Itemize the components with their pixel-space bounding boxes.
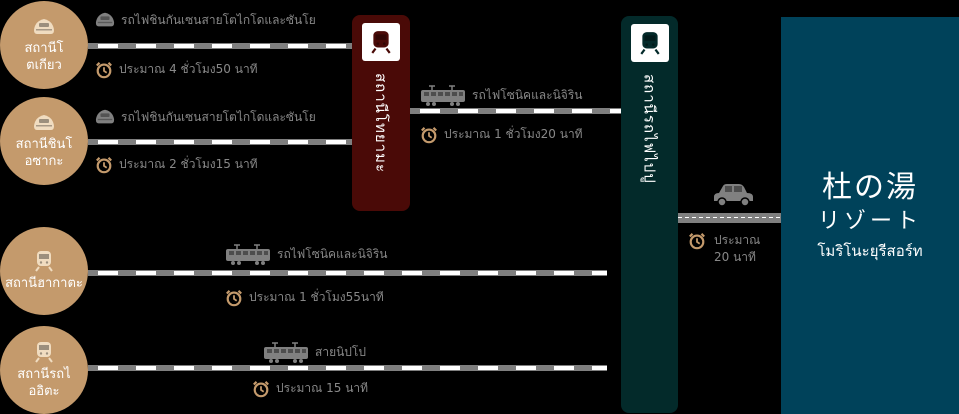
route-time: ประมาณ 1 ชั่วโมง55นาที xyxy=(225,288,384,307)
track-line xyxy=(88,270,607,276)
shinkansen-icon xyxy=(95,107,115,127)
road xyxy=(678,213,781,223)
transfer-station-toyama: สถานีโทยามะ xyxy=(352,15,410,211)
origin-name: สถานีชินโ อซากะ xyxy=(15,136,73,169)
resort-logo-jp: 杜の湯 xyxy=(822,169,918,205)
station-icon-box xyxy=(630,24,669,62)
line-name: รถไฟชินกันเซนสายโตไกโดและซันโย xyxy=(121,109,316,124)
station-icon-box xyxy=(362,23,400,61)
route-time: ประมาณ 4 ชั่วโมง50 นาที xyxy=(95,60,258,79)
route-line-label: รถไฟชินกันเซนสายโตไกโดและซันโย xyxy=(95,107,316,127)
origin-station-hakata: สถานีฮากาตะ xyxy=(0,227,88,315)
resort-name-th: โมริโนะยุรีสอร์ท xyxy=(817,241,923,260)
transfer-station-2: สถานีรถไฟไปปู xyxy=(621,16,678,413)
travel-time: ประมาณ 1 ชั่วโมง20 นาที xyxy=(444,127,583,141)
clock-icon xyxy=(95,156,113,174)
transfer-time: ประมาณ 1 ชั่วโมง20 นาที xyxy=(420,125,583,144)
train-icon xyxy=(34,250,54,272)
route-line-label: สายนิปโป xyxy=(263,341,366,363)
clock-icon xyxy=(95,61,113,79)
origin-station-oita: สถานีรถไ ออิตะ xyxy=(0,326,88,414)
road-centerline xyxy=(678,217,781,218)
local-train-icon xyxy=(263,341,309,363)
destination-resort: 杜の湯 リゾート โมริโนะยุรีสอร์ท xyxy=(781,17,959,414)
line-name: รถไฟโซนิคและนิจิริน xyxy=(277,246,388,261)
drive-time-line2: 20 นาที xyxy=(714,250,756,264)
origin-name: สถานีฮากาตะ xyxy=(5,276,83,291)
route-line-label: รถไฟโซนิคและนิจิริน xyxy=(225,243,387,265)
route-line-label: รถไฟชินกันเซนสายโตไกโดและซันโย xyxy=(95,10,316,30)
drive-time-line1: ประมาณ xyxy=(714,233,761,247)
train-icon xyxy=(34,341,54,363)
travel-time: ประมาณ 15 นาที xyxy=(276,381,369,395)
station-name: สถานีโทยามะ xyxy=(372,73,390,174)
shinkansen-icon xyxy=(33,113,55,133)
transfer-line-label: รถไฟโซนิคและนิจิริน xyxy=(420,84,582,106)
route-time: ประมาณ 15 นาที xyxy=(252,379,368,398)
local-train-icon xyxy=(420,84,466,106)
clock-icon xyxy=(225,289,243,307)
track-line xyxy=(88,139,353,145)
resort-logo-jp-sub: リゾート xyxy=(817,208,922,234)
travel-time: ประมาณ 4 ชั่วโมง50 นาที xyxy=(119,62,258,76)
car-icon xyxy=(711,183,755,207)
origin-station-shin-osaka: สถานีชินโ อซากะ xyxy=(0,97,88,185)
origin-station-tokyo: สถานีโ ตเกียว xyxy=(0,1,88,89)
drive-time: ประมาณ 20 นาที xyxy=(688,232,760,266)
clock-icon xyxy=(420,126,438,144)
travel-time: ประมาณ 2 ชั่วโมง15 นาที xyxy=(119,157,258,171)
local-train-icon xyxy=(225,243,271,265)
clock-icon xyxy=(688,232,706,250)
clock-icon xyxy=(252,380,270,398)
line-name: สายนิปโป xyxy=(315,344,366,359)
route-time: ประมาณ 2 ชั่วโมง15 นาที xyxy=(95,155,258,174)
train-icon xyxy=(370,30,392,54)
origin-name: สถานีโ ตเกียว xyxy=(24,40,64,73)
line-name: รถไฟโซนิคและนิจิริน xyxy=(472,87,583,102)
train-icon xyxy=(639,31,661,55)
station-name: สถานีรถไฟไปปู xyxy=(640,74,659,184)
line-name: รถไฟชินกันเซนสายโตไกโดและซันโย xyxy=(121,12,316,27)
shinkansen-icon xyxy=(33,17,55,37)
track-line xyxy=(88,43,353,49)
track-line xyxy=(88,365,607,371)
travel-time: ประมาณ 1 ชั่วโมง55นาที xyxy=(249,290,384,304)
shinkansen-icon xyxy=(95,10,115,30)
origin-name: สถานีรถไ ออิตะ xyxy=(17,366,71,399)
track-line xyxy=(410,108,621,114)
